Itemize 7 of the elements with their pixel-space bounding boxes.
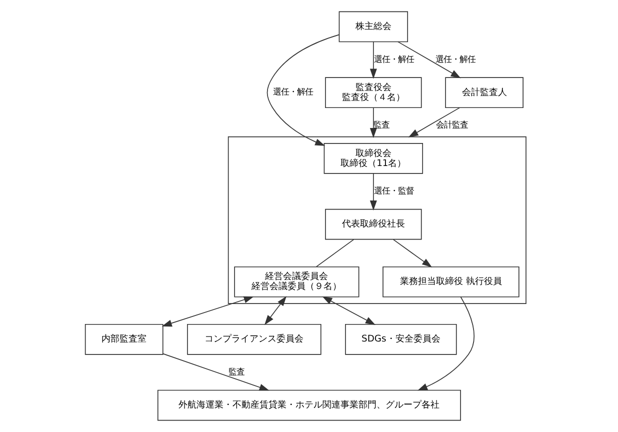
edge-label: 選任・解任 [374, 54, 414, 64]
edge-label: 選任・解任 [436, 54, 476, 64]
edge-label: 選任・監督 [374, 185, 414, 196]
edge-label: 監査 [228, 366, 245, 376]
edge-label: 監査 [374, 120, 390, 130]
edge-label: 選任・解任 [272, 86, 313, 97]
edge-label: 会計監査 [436, 120, 468, 130]
